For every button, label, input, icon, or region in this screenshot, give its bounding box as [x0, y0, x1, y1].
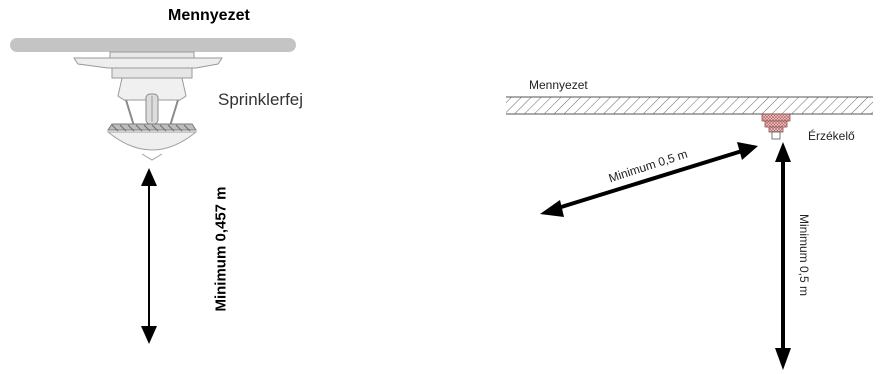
ceiling-hatch: [506, 96, 873, 115]
ceiling-label: Mennyezet: [529, 78, 588, 92]
sprinkler-label: Sprinklerfej: [218, 90, 304, 109]
detector-drawing: [506, 96, 873, 370]
sprinkler-diagram: Mennyezet Sprinklerfej Minimum 0,457 m: [10, 7, 304, 344]
vertical-distance-label: Minimum 0,5 m: [797, 213, 811, 297]
sprinkler-head-icon: [73, 51, 223, 161]
ceiling-label: Mennyezet: [168, 7, 250, 24]
distance-label: Minimum 0,457 m: [212, 186, 230, 312]
detector-diagram: Mennyezet Érzékelő Minimum 0,5 m Minimum…: [440, 0, 880, 374]
sprinkler-drawing: [10, 38, 296, 344]
ceiling-bar: [10, 38, 296, 52]
detector-icon: [761, 113, 791, 140]
vertical-distance-arrow: [775, 142, 791, 370]
diagonal-distance-arrow: [540, 142, 758, 217]
detector-label: Érzékelő: [808, 129, 855, 143]
